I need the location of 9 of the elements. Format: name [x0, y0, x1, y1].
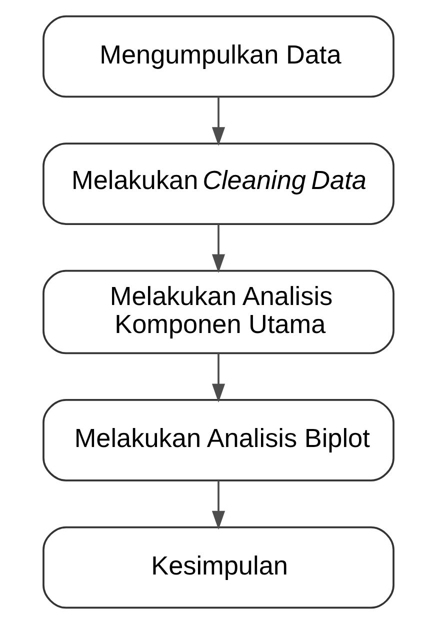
node-box: Kesimpulan: [42, 526, 394, 609]
node-box: Melakukan Analisis Komponen Utama: [42, 270, 394, 354]
node-box: Melakukan Analisis Biplot: [42, 399, 394, 482]
arrow: [212, 96, 226, 146]
arrow: [212, 480, 226, 530]
node-box: Melakukan Cleaning Data: [42, 142, 394, 225]
arrow: [212, 224, 226, 273]
node-box: Mengumpulkan Data: [42, 15, 394, 98]
arrow: [212, 353, 226, 402]
